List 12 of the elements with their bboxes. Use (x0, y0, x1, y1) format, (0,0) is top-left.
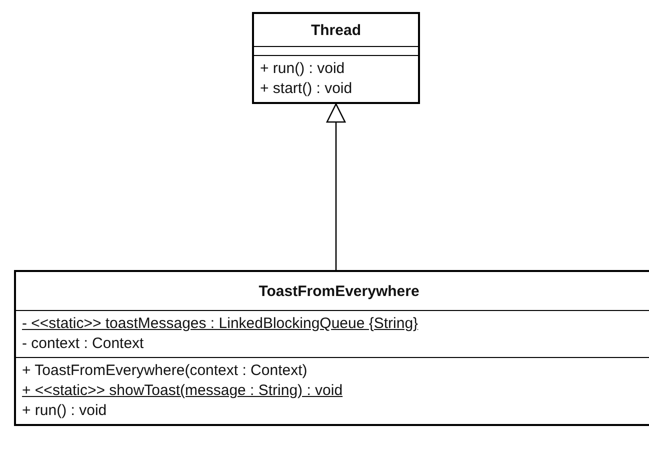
method-text: + <<static>> showToast(message : String) : void (22, 381, 343, 401)
class-box (252, 12, 420, 104)
inheritance-arrow (326, 103, 346, 270)
attribute-text: - context : Context (22, 334, 145, 354)
method-text: + start() : void (260, 79, 354, 99)
method-text: + run() : void (260, 59, 346, 79)
class-box (14, 270, 649, 426)
attribute-text: - <<static>> toastMessages : LinkedBlockingQueue {String} (22, 314, 418, 334)
method-text: + run() : void (22, 401, 108, 421)
method-text: + ToastFromEverywhere(context : Context) (22, 361, 308, 381)
class-name: Thread (310, 22, 361, 38)
class-name: ToastFromEverywhere (258, 282, 420, 300)
